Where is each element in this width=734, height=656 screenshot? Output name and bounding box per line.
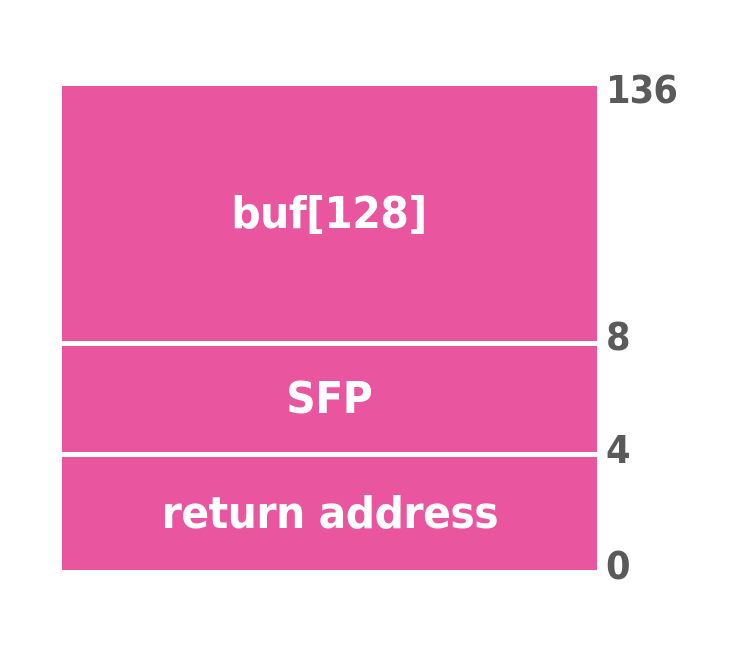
- offset-label-4: 4: [606, 428, 631, 472]
- offset-label-0: 0: [606, 544, 631, 588]
- offset-label-8: 8: [606, 315, 631, 359]
- stack-segment-buf: buf[128]: [62, 86, 597, 341]
- stack-bar: buf[128] SFP return address: [62, 86, 597, 570]
- stack-segment-label-buf: buf[128]: [231, 187, 428, 239]
- stack-segment-sfp: SFP: [62, 346, 597, 452]
- stack-segment-label-return-address: return address: [161, 487, 498, 539]
- stack-segment-label-sfp: SFP: [286, 373, 373, 424]
- offset-label-136: 136: [606, 68, 678, 112]
- stack-segment-return-address: return address: [62, 457, 597, 570]
